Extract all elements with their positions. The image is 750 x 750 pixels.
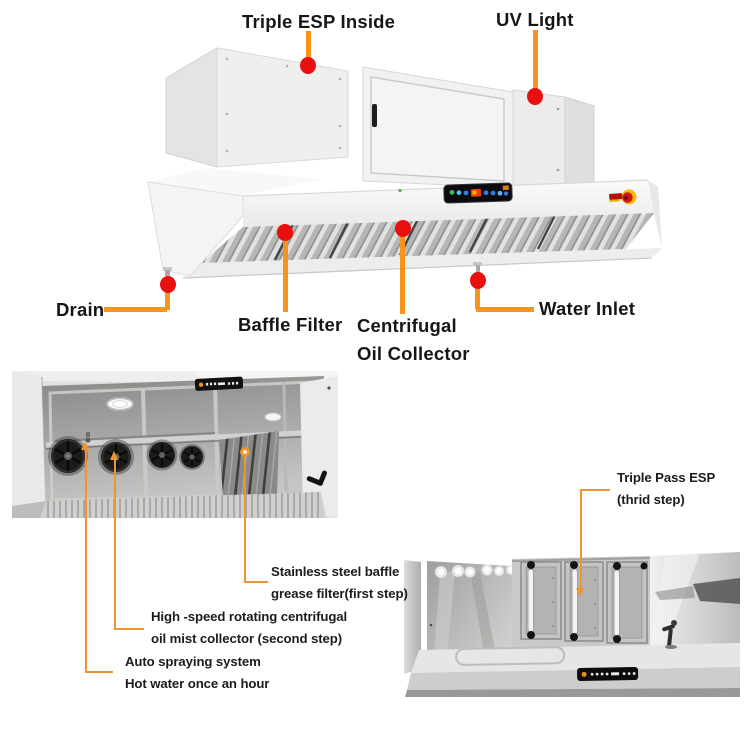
callout-line-triple-esp xyxy=(306,31,311,60)
photo-esp-modules xyxy=(404,552,740,697)
label-line: High -speed rotating centrifugal xyxy=(151,609,348,624)
water-inlet-fitting xyxy=(473,262,482,273)
callout-arrow-triple-pass xyxy=(576,588,584,597)
esp-filter-module xyxy=(564,561,604,642)
label-drain: Drain xyxy=(56,299,105,320)
esp-filter-module xyxy=(606,561,648,644)
door-handle xyxy=(372,104,377,127)
callout-line-drain xyxy=(104,307,167,312)
label-oil-mist-collector: High -speed rotating centrifugal oil mis… xyxy=(151,606,347,649)
label-line: oil mist collector (second step) xyxy=(151,630,342,646)
led-lights xyxy=(435,564,516,578)
underside-control-panel xyxy=(194,376,244,391)
label-line: (thrid step) xyxy=(617,491,685,507)
label-triple-pass-esp: Triple Pass ESP (thrid step) xyxy=(617,467,715,510)
fan xyxy=(48,436,88,476)
callout-line-baffle-filter xyxy=(283,240,288,312)
label-line: Hot water once an hour xyxy=(125,675,270,691)
callout-dot-drain xyxy=(160,276,176,293)
callout-line-water-inlet xyxy=(475,287,480,309)
label-uv-light: UV Light xyxy=(496,9,574,30)
label-baffle-grease-filter: Stainless steel baffle grease filter(fir… xyxy=(271,561,408,604)
brand-logo xyxy=(609,189,637,205)
baffle-filter-slats xyxy=(219,431,279,496)
esp-left-cabinet xyxy=(165,47,349,168)
hood-lamp xyxy=(263,411,283,423)
callout-line-triple-pass xyxy=(580,489,582,589)
drain-fitting xyxy=(163,267,172,276)
callout-line-auto-spray xyxy=(85,448,87,672)
access-hatch-outline xyxy=(455,646,566,666)
callout-arrow-auto-spray xyxy=(81,441,89,450)
callout-dot-baffle-filter xyxy=(277,224,293,241)
callout-line-auto-spray xyxy=(85,671,113,673)
callout-line-triple-pass xyxy=(581,489,610,491)
esp-filter-module xyxy=(520,561,562,640)
callout-dot-water-inlet xyxy=(470,272,486,289)
callout-arrow-oil-mist xyxy=(110,451,118,460)
fan xyxy=(146,439,178,471)
faucet xyxy=(662,620,677,649)
photo-hood-underside xyxy=(12,371,338,518)
label-line: Stainless steel baffle xyxy=(271,564,400,579)
callout-dot-centrifugal xyxy=(395,220,411,237)
callout-line-drain xyxy=(165,288,170,310)
control-panel xyxy=(443,182,513,204)
fan xyxy=(179,444,205,470)
callout-line-uv-light xyxy=(533,30,538,90)
callout-dot-uv-light xyxy=(527,88,543,105)
label-water-inlet: Water Inlet xyxy=(539,298,636,319)
baffle-filter-surface xyxy=(201,213,654,263)
label-triple-esp-inside: Triple ESP Inside xyxy=(242,11,396,32)
callout-line-oil-mist xyxy=(114,458,116,629)
label-line: Triple Pass ESP xyxy=(617,470,716,485)
callout-line-grease-filter xyxy=(244,581,268,583)
label-baffle-filter: Baffle Filter xyxy=(238,314,343,335)
callout-line-grease-filter xyxy=(244,456,246,582)
callout-dot-triple-esp xyxy=(300,57,316,74)
label-line: Oil Collector xyxy=(357,343,470,364)
label-auto-spraying: Auto spraying system Hot water once an h… xyxy=(125,651,269,694)
label-line: Auto spraying system xyxy=(125,654,261,669)
canopy xyxy=(147,168,662,279)
hood-render xyxy=(147,47,662,279)
label-line: grease filter(first step) xyxy=(271,585,408,601)
callout-line-oil-mist xyxy=(114,628,144,630)
label-line: Centrifugal xyxy=(357,315,457,336)
callout-marker-grease-filter xyxy=(240,447,250,457)
callout-line-water-inlet xyxy=(476,307,534,312)
esp-middle-cabinet xyxy=(362,66,514,189)
esp-photo-control-panel xyxy=(577,666,639,681)
callout-line-centrifugal xyxy=(400,236,405,314)
label-centrifugal-oil-collector: Centrifugal Oil Collector xyxy=(357,312,470,368)
door-handle xyxy=(306,470,327,486)
uv-light-cabinet xyxy=(512,89,595,190)
